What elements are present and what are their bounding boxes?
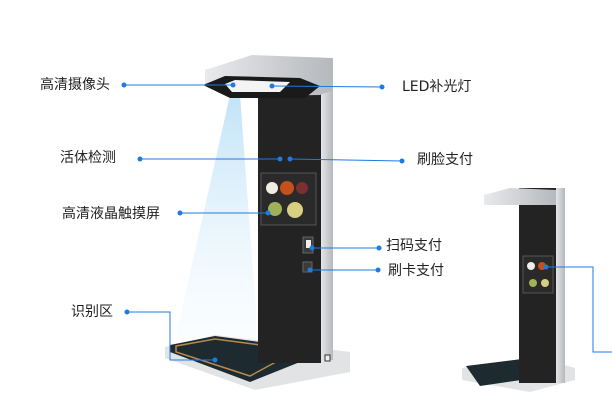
label-led: LED补光灯 — [402, 79, 472, 95]
callout-dots — [121, 82, 549, 363]
secondary-kiosk — [462, 188, 575, 392]
callout-lines — [124, 84, 612, 361]
card-reader — [302, 261, 313, 273]
touchscreen — [260, 172, 317, 226]
label-card-pay: 刷卡支付 — [388, 263, 444, 279]
label-face-pay: 刷脸支付 — [417, 152, 473, 168]
label-scan-pay: 扫码支付 — [386, 238, 442, 254]
column-side — [320, 60, 333, 360]
label-touchscreen: 高清液晶触摸屏 — [62, 206, 160, 222]
label-camera: 高清摄像头 — [40, 77, 110, 93]
label-recognition-zone: 识别区 — [71, 304, 113, 320]
main-kiosk — [165, 55, 350, 390]
light-beam — [175, 95, 258, 340]
label-liveness: 活体检测 — [60, 150, 116, 166]
